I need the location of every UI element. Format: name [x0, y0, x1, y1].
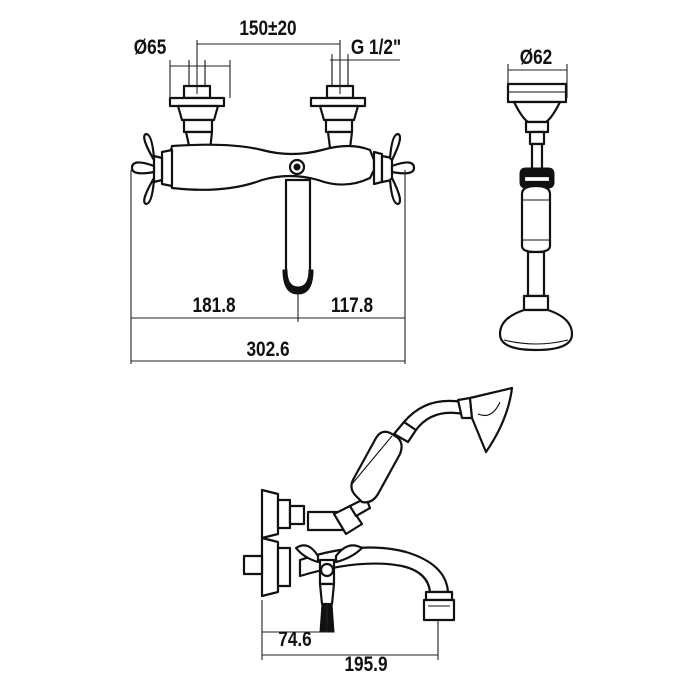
right-cross-handle	[380, 132, 416, 206]
inlet-diameter-dimension: Ø65	[134, 37, 167, 60]
wall-to-lever-dimension: 74.6	[278, 629, 312, 652]
left-to-outlet-dimension: 181.8	[193, 295, 236, 318]
right-inlet-connector	[309, 60, 367, 150]
handset-side-view	[498, 64, 574, 352]
overall-width-dimension: 302.6	[246, 339, 289, 362]
spout	[282, 178, 314, 295]
mixer-body	[160, 143, 384, 191]
centers-dimension: 150±20	[239, 18, 296, 41]
projection-dimension: 195.9	[344, 654, 387, 677]
outlet-to-right-dimension: 117.8	[331, 295, 373, 318]
left-cross-handle	[130, 132, 164, 206]
handset-diameter-dimension: Ø62	[520, 47, 553, 70]
front-view-dimension-lines	[130, 40, 406, 364]
thread-dimension: G 1/2"	[351, 37, 401, 60]
front-view	[130, 40, 416, 364]
side-view	[242, 386, 514, 660]
